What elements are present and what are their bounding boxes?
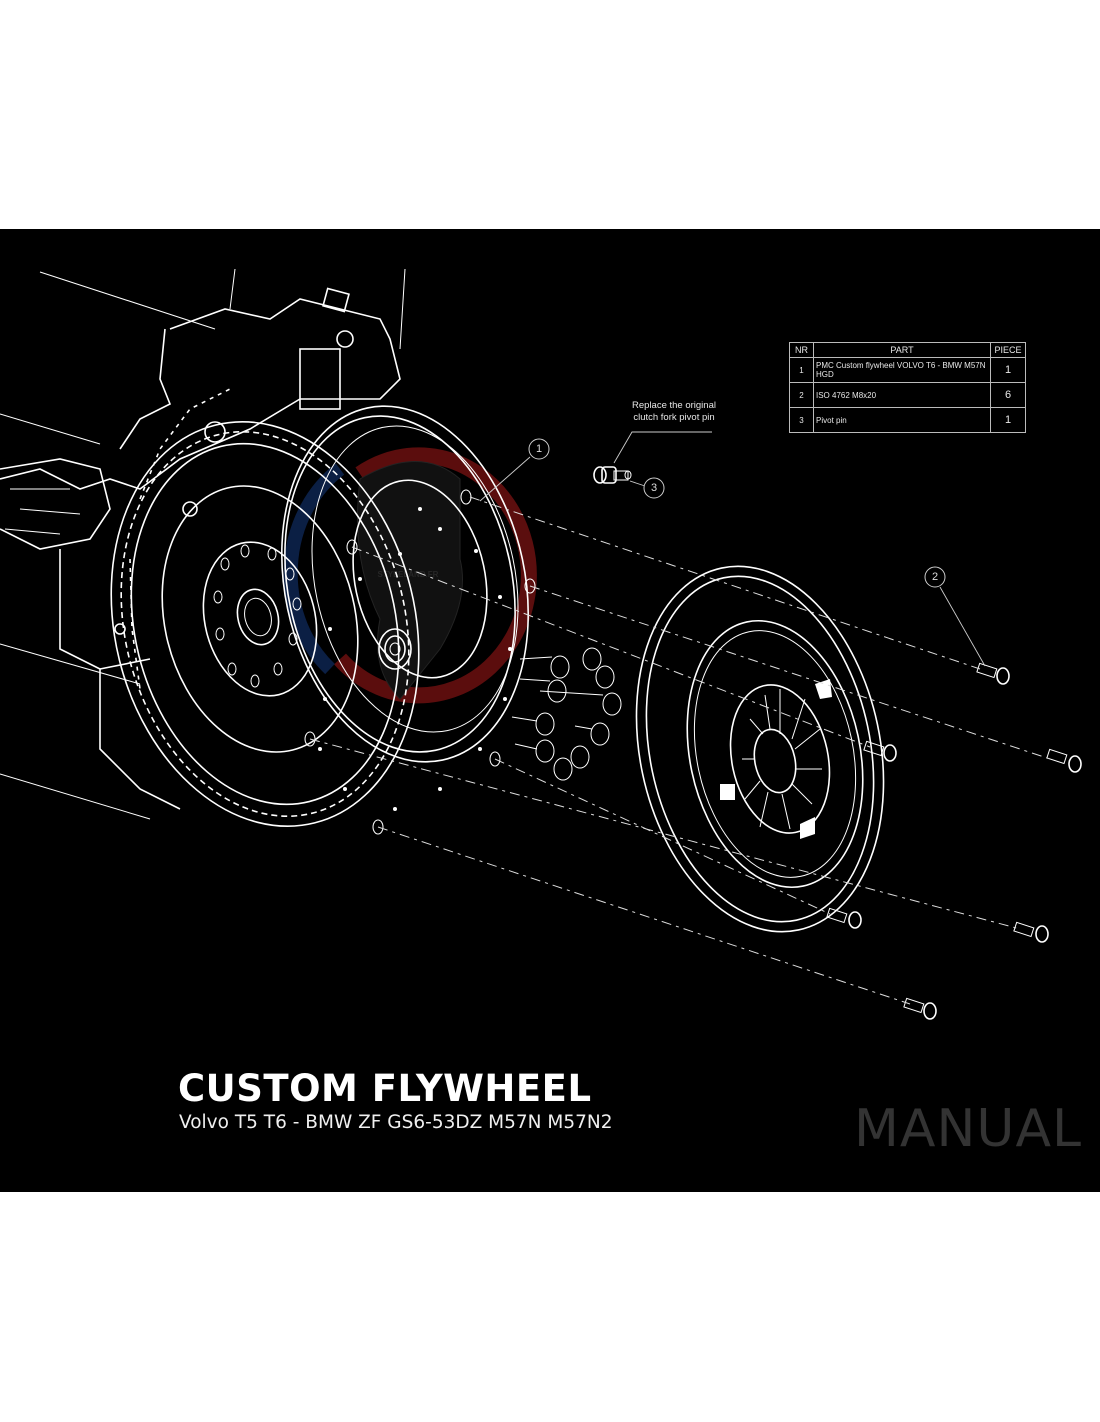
row-part: PMC Custom flywheel VOLVO T6 - BMW M57N … <box>813 357 991 383</box>
row-nr: 2 <box>789 382 814 408</box>
header-nr: NR <box>789 342 814 358</box>
watermark-blue-arc <box>283 463 345 675</box>
manual-label: MANUAL <box>854 1099 1082 1159</box>
bolt-c <box>863 740 897 762</box>
assembly-axis-lines <box>309 496 1051 1005</box>
exploded-assembly-drawing: STYLELAND.FR <box>0 268 1082 1020</box>
loose-bolts <box>826 662 1082 1020</box>
parts-table-header: NR PART PIECE <box>789 342 1026 358</box>
custom-flywheel-part-1 <box>281 405 536 835</box>
clutch-pressure-plate <box>635 565 885 933</box>
callout-2: 2 <box>924 566 986 667</box>
header-part: PART <box>813 342 991 358</box>
bolt-d <box>826 907 862 929</box>
transmission-housing <box>0 268 406 820</box>
watermark-red-arc <box>334 447 537 704</box>
annotation-line-2: clutch fork pivot pin <box>633 412 714 423</box>
bolt-e <box>1013 921 1049 943</box>
watermark-text: STYLELAND.FR <box>378 570 439 579</box>
svg-text:1: 1 <box>536 443 542 455</box>
row-part: Pivot pin <box>813 407 991 433</box>
flywheel-bolt-cluster <box>511 647 622 781</box>
document-title: CUSTOM FLYWHEEL <box>178 1067 592 1110</box>
row-piece: 1 <box>990 357 1026 383</box>
annotation-line-1: Replace the original <box>632 400 716 411</box>
table-row: 1 PMC Custom flywheel VOLVO T6 - BMW M57… <box>789 357 1026 383</box>
pivot-pin-part-3 <box>593 466 632 484</box>
callout-1: 1 <box>479 438 550 502</box>
row-nr: 1 <box>789 357 814 383</box>
svg-text:2: 2 <box>932 571 938 583</box>
row-piece: 1 <box>990 407 1026 433</box>
svg-text:3: 3 <box>651 482 657 494</box>
table-row: 2 ISO 4762 M8x20 6 <box>789 382 1026 408</box>
parts-table: NR PART PIECE 1 PMC Custom flywheel VOLV… <box>789 342 1026 433</box>
bolt-b <box>1046 748 1082 773</box>
drawing-panel: STYLELAND.FR <box>0 229 1100 1192</box>
row-piece: 6 <box>990 382 1026 408</box>
watermark-logo: STYLELAND.FR <box>283 447 537 704</box>
row-part: ISO 4762 M8x20 <box>813 382 991 408</box>
original-ring-gear-flywheel <box>110 388 420 827</box>
bolt-a <box>976 662 1010 685</box>
row-nr: 3 <box>789 407 814 433</box>
bolt-f <box>903 997 937 1020</box>
table-row: 3 Pivot pin 1 <box>789 407 1026 433</box>
document-subtitle: Volvo T5 T6 - BMW ZF GS6-53DZ M57N M57N2 <box>179 1112 613 1133</box>
pivot-pin-annotation: Replace the original clutch fork pivot p… <box>613 400 716 464</box>
callout-3: 3 <box>629 477 665 499</box>
header-piece: PIECE <box>990 342 1026 358</box>
